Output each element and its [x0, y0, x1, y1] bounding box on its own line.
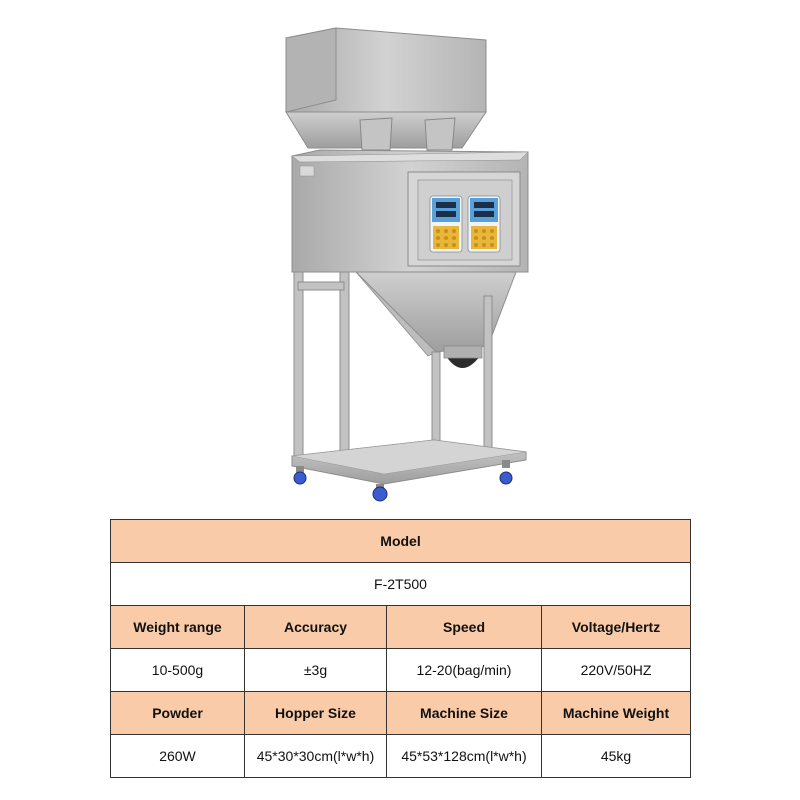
- product-image: [285, 27, 529, 502]
- value-machine-size: 45*53*128cm(l*w*h): [386, 734, 542, 778]
- caster-wheels: [293, 460, 513, 502]
- value-accuracy: ±3g: [244, 648, 387, 692]
- model-value-row: F-2T500: [109, 562, 692, 606]
- header-voltage-hertz: Voltage/Hertz: [540, 605, 692, 649]
- model-label: Model: [109, 519, 692, 563]
- header-powder: Powder: [110, 691, 245, 735]
- value-powder: 260W: [110, 734, 245, 778]
- header-accuracy: Accuracy: [244, 605, 387, 649]
- value-machine-weight: 45kg: [540, 734, 692, 778]
- discharge-funnel: [354, 271, 517, 368]
- base-shelf: [291, 439, 527, 485]
- header-speed: Speed: [386, 605, 542, 649]
- spec-header-row-1: Weight range Accuracy Speed Voltage/Hert…: [110, 605, 692, 649]
- model-header-row: Model: [109, 519, 692, 563]
- model-value: F-2T500: [109, 562, 692, 606]
- header-machine-size: Machine Size: [386, 691, 542, 735]
- spec-table: Model F-2T500 Weight range Accuracy Spee…: [109, 519, 692, 778]
- top-hopper: [285, 27, 487, 151]
- spec-value-row-1: 10-500g ±3g 12-20(bag/min) 220V/50HZ: [110, 648, 692, 692]
- header-hopper-size: Hopper Size: [244, 691, 387, 735]
- spec-header-row-2: Powder Hopper Size Machine Size Machine …: [110, 691, 692, 735]
- value-weight-range: 10-500g: [110, 648, 245, 692]
- value-hopper-size: 45*30*30cm(l*w*h): [244, 734, 387, 778]
- spec-value-row-2: 260W 45*30*30cm(l*w*h) 45*53*128cm(l*w*h…: [110, 734, 692, 778]
- control-panel: [407, 171, 521, 267]
- header-weight-range: Weight range: [110, 605, 245, 649]
- value-speed: 12-20(bag/min): [386, 648, 542, 692]
- header-machine-weight: Machine Weight: [540, 691, 692, 735]
- frame-legs: [293, 271, 493, 459]
- value-voltage-hertz: 220V/50HZ: [540, 648, 692, 692]
